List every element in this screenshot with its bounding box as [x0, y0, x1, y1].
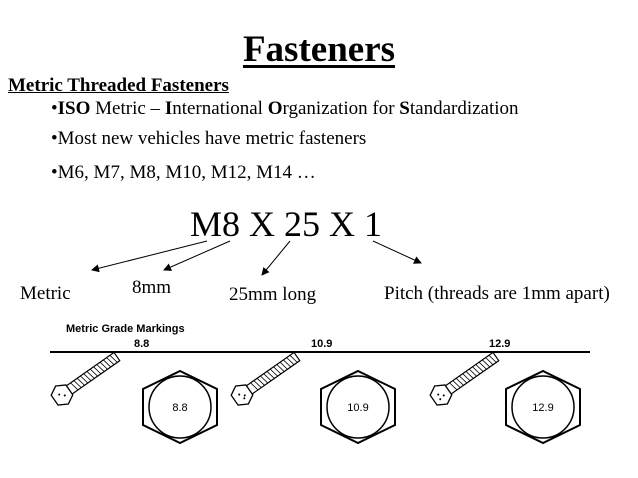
label-diameter: 8mm [132, 277, 172, 298]
fastener-spec: M8 X 25 X 1 [190, 204, 383, 244]
grade-chart-title: Metric Grade Markings [66, 323, 185, 335]
label-metric: Metric [20, 283, 71, 304]
grade-label-12-9: 12.9 [489, 338, 511, 350]
iso-text-1: Metric – [90, 98, 165, 119]
iso-letter-s: S [399, 98, 410, 119]
bullet-iso: •ISO Metric – International Organization… [51, 98, 519, 120]
bolt-8-8 [50, 351, 121, 406]
grade-label-10-9: 10.9 [311, 338, 333, 350]
iso-text-2: nternational [172, 98, 268, 119]
arrow-metric [91, 240, 208, 273]
bullet-vehicles: •Most new vehicles have metric fasteners [51, 128, 367, 149]
hex-head-10-9 [320, 369, 396, 445]
hex-head-8-8 [142, 369, 218, 445]
iso-bold: ISO [57, 98, 91, 119]
arrow-length [261, 240, 291, 276]
arrow-diameter [163, 240, 231, 271]
iso-letter-o: O [267, 98, 283, 119]
iso-text-4: tandardization [409, 98, 519, 119]
hex-mark-10-9: 10.9 [347, 402, 368, 414]
bolt-12-9 [429, 351, 500, 406]
bullet-sizes: •M6, M7, M8, M10, M12, M14 … [51, 162, 316, 183]
label-length: 25mm long [229, 284, 317, 305]
section-heading: Metric Threaded Fasteners [8, 75, 229, 96]
label-pitch: Pitch (threads are 1mm apart) [384, 283, 610, 304]
grade-label-8-8: 8.8 [134, 338, 150, 350]
bolt-10-9 [230, 351, 301, 406]
iso-letter-i: I [164, 98, 173, 119]
hex-head-12-9 [505, 369, 581, 445]
iso-text-3: rganization for [282, 98, 400, 119]
slide-title: Fasteners [242, 29, 396, 70]
bullet-marker: • [51, 98, 58, 119]
arrow-pitch [372, 240, 422, 264]
hex-mark-8-8: 8.8 [172, 402, 187, 414]
hex-mark-12-9: 12.9 [532, 402, 553, 414]
